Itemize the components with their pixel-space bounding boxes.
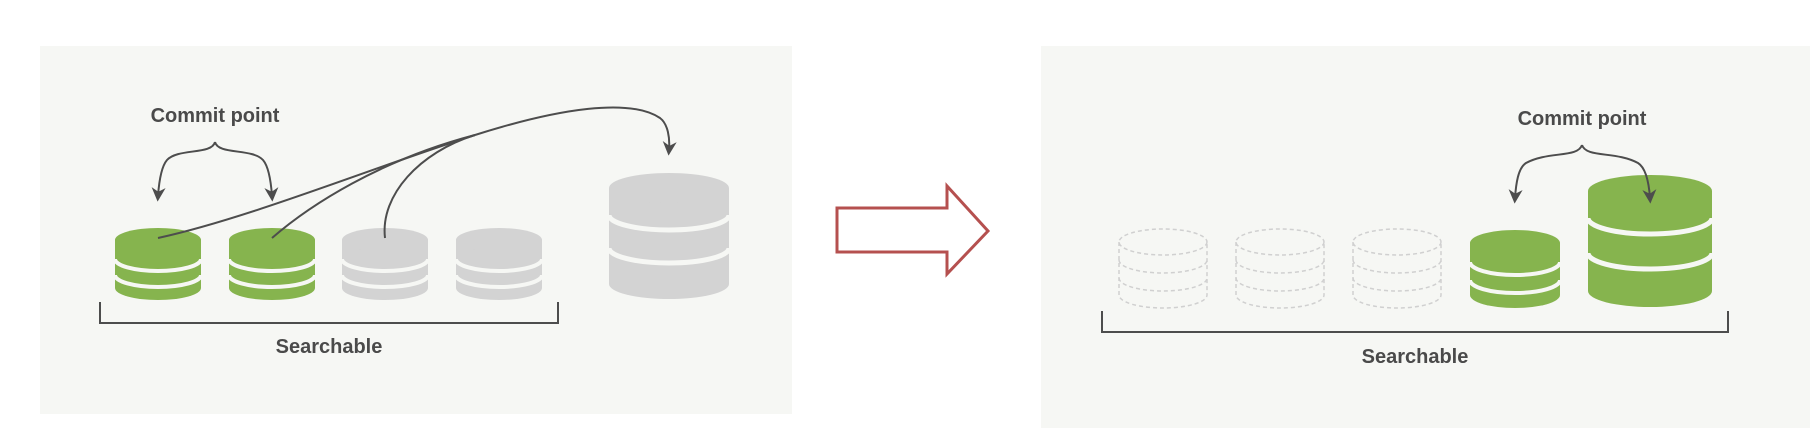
commit-point-brace [151, 141, 279, 202]
uncommitted-segment-icon [340, 228, 430, 300]
searchable-bracket [1101, 311, 1729, 333]
searchable-label: Searchable [1361, 346, 1469, 368]
deleted-segment-icon [1118, 228, 1208, 309]
commit-point-label: Commit point [150, 105, 280, 127]
committed-segment-icon [113, 228, 203, 300]
merge-arrows [157, 106, 677, 239]
after-segments [1118, 175, 1715, 309]
transition-arrow-icon [835, 182, 991, 278]
merged-segment-icon [1585, 175, 1715, 307]
deleted-segment-icon [1352, 228, 1442, 309]
searchable-label: Searchable [275, 336, 383, 358]
committed-segment-icon [227, 228, 317, 300]
deleted-segment-icon [1235, 228, 1325, 309]
merged-segment-icon [606, 173, 732, 299]
commit-point-label: Commit point [1517, 108, 1647, 130]
committed-segment-icon [1468, 230, 1562, 308]
before-segments [113, 173, 732, 300]
uncommitted-segment-icon [454, 228, 544, 300]
searchable-bracket [99, 302, 559, 324]
commit-point-brace [1508, 144, 1657, 204]
